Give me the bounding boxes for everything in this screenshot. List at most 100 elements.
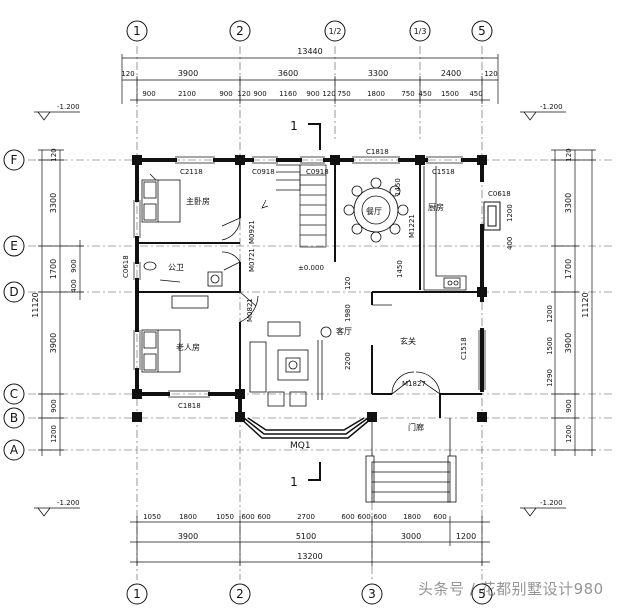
- dim-top-detail-7: 900: [306, 90, 319, 98]
- dim-left-8: 1200: [50, 425, 58, 443]
- label-c0918-b: C0918: [306, 168, 329, 176]
- dim-left-7: 900: [50, 399, 58, 412]
- axis-label-top-5: 5: [478, 24, 486, 38]
- label-c1818-top: C1818: [366, 148, 389, 156]
- axis-label-top-4: 1/3: [414, 27, 427, 36]
- dim-top-total: 13440: [297, 47, 322, 56]
- dim-right-6: 1200: [546, 305, 554, 323]
- dim-left-total: 11120: [31, 292, 40, 317]
- dim-top-detail-10: 1800: [367, 90, 385, 98]
- room-foyer: 玄关: [400, 336, 416, 346]
- dim-left-6: 3900: [49, 333, 58, 353]
- dim-right-total: 11120: [581, 292, 590, 317]
- room-master-bedroom: 主卧房: [186, 196, 210, 206]
- dim-top-detail-13: 1500: [441, 90, 459, 98]
- room-dining: 餐厅: [366, 207, 382, 216]
- label-mq1: MQ1: [290, 441, 311, 451]
- dim-top-main-6: 120: [484, 70, 497, 78]
- axis-circles-bottom: [126, 583, 493, 605]
- master-bed-furniture: [141, 173, 181, 223]
- dim-right-kitchen-400: 400: [506, 237, 514, 250]
- label-c0918-a: C0918: [252, 168, 275, 176]
- label-c1518-side: C1518: [460, 337, 468, 360]
- dim-top-detail-5: 900: [253, 90, 266, 98]
- dim-bottom-detail-3: 1050: [216, 513, 234, 521]
- label-c1518-top: C1518: [432, 168, 455, 176]
- dim-top-main-5: 2400: [441, 69, 461, 78]
- room-toilet: 公卫: [168, 263, 184, 272]
- axis-label-top-1: 1: [133, 24, 141, 38]
- dim-right-8: 1290: [546, 369, 554, 387]
- level-left: -1.200: [57, 103, 80, 111]
- axis-circles-left: [3, 149, 25, 461]
- dim-bottom-detail-10: 1800: [403, 513, 421, 521]
- dim-bottom-main-1: 3900: [178, 532, 198, 541]
- section-mark-top: 1: [290, 119, 298, 133]
- doors: [221, 217, 441, 395]
- label-c0618: C0618: [122, 255, 130, 278]
- dim-left-3: 1700: [49, 259, 58, 279]
- axis-label-left-b: B: [10, 411, 18, 425]
- dim-top-detail-6: 1160: [279, 90, 297, 98]
- dim-inner-4: 2200: [344, 352, 352, 370]
- axis-label-top-2: 2: [236, 24, 244, 38]
- dim-top-detail-11: 750: [401, 90, 414, 98]
- dim-top-main-4: 3300: [368, 69, 388, 78]
- axis-label-bottom-3: 3: [368, 587, 376, 601]
- level-right: -1.200: [540, 103, 563, 111]
- room-kitchen: 厨房: [428, 202, 444, 212]
- dim-top-main-1: 120: [121, 70, 134, 78]
- dim-top-detail-1: 900: [142, 90, 155, 98]
- label-m0921-a: M0921: [248, 220, 256, 244]
- elder-bed-furniture: [141, 295, 209, 373]
- dim-left-2: 3300: [49, 193, 58, 213]
- dim-bottom-detail-9: 600: [373, 513, 386, 521]
- left-dimension-lines: [38, 149, 84, 456]
- axis-label-left-f: F: [11, 153, 18, 167]
- axis-label-top-3: 1/2: [329, 27, 342, 36]
- section-mark-bottom: 1: [290, 475, 298, 489]
- dim-bottom-detail-5: 600: [257, 513, 270, 521]
- room-living: 客厅: [336, 326, 352, 336]
- dim-bottom-main-4: 1200: [456, 532, 476, 541]
- axis-label-left-d: D: [9, 285, 18, 299]
- dim-right-1: 120: [565, 148, 573, 161]
- level-bottom-left: -1.200: [57, 499, 80, 507]
- room-porch: 门廊: [408, 422, 424, 432]
- level-center: ±0.000: [298, 264, 324, 272]
- dim-bottom-detail-2: 1800: [179, 513, 197, 521]
- dim-right-5: 1700: [564, 259, 573, 279]
- dim-right-9: 900: [565, 399, 573, 412]
- room-elder-bedroom: 老人房: [176, 342, 200, 352]
- living-furniture: [249, 321, 332, 407]
- dim-top-detail-14: 450: [469, 90, 482, 98]
- dim-bottom-detail-11: 600: [433, 513, 446, 521]
- axis-label-bottom-1: 1: [133, 587, 141, 601]
- dim-top-detail-2: 2100: [178, 90, 196, 98]
- dim-right-7: 1500: [546, 337, 554, 355]
- porch-steps: [365, 418, 457, 503]
- kitchen-counters: [423, 166, 467, 291]
- dim-top-detail-3: 900: [219, 90, 232, 98]
- level-markers: [34, 111, 566, 517]
- section-markers: [308, 123, 321, 481]
- dim-right-kitchen-1200: 1200: [506, 204, 514, 222]
- dim-inner-3: 1980: [344, 304, 352, 322]
- dim-left-5: 400: [70, 279, 78, 292]
- interior-walls: [137, 160, 482, 418]
- dim-top-detail-4: 120: [237, 90, 250, 98]
- toilet-fixtures: [143, 261, 223, 287]
- columns: [132, 155, 487, 422]
- dim-right-2: 3300: [564, 193, 573, 213]
- watermark: 头条号 / 花都别墅设计980: [418, 580, 604, 598]
- label-c2118: C2118: [180, 168, 203, 176]
- dim-top-detail-8: 120: [322, 90, 335, 98]
- axis-label-bottom-2: 2: [236, 587, 244, 601]
- dim-inner-2: 1450: [396, 260, 404, 278]
- dim-bottom-detail-4: 600: [241, 513, 254, 521]
- axis-lines: [28, 46, 612, 580]
- axis-label-bottom-4: 5: [478, 587, 486, 601]
- top-dimension-lines: [121, 54, 499, 104]
- label-m0821: M0821: [246, 298, 254, 322]
- dim-left-1: 120: [50, 148, 58, 161]
